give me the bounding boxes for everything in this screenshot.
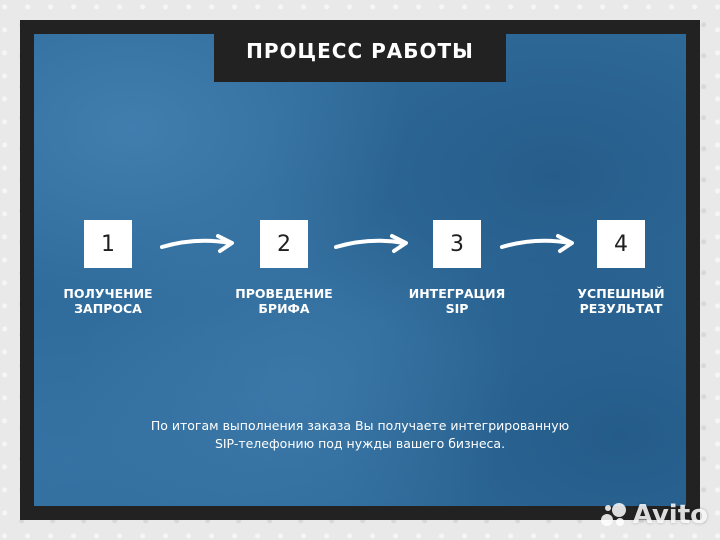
step-1-label: ПОЛУЧЕНИЕ ЗАПРОСА (33, 286, 183, 316)
watermark-text: Avito (632, 500, 708, 530)
arrow-right-icon (334, 234, 408, 253)
step-4-label-line1: УСПЕШНЫЙ (577, 286, 665, 301)
summary-text: По итогам выполнения заказа Вы получаете… (60, 417, 660, 453)
step-2-label-line2: БРИФА (258, 301, 310, 316)
summary-line1: По итогам выполнения заказа Вы получаете… (150, 418, 570, 433)
step-3-label-line2: SIP (445, 301, 469, 316)
avito-watermark: Avito (599, 500, 708, 530)
title-box: ПРОЦЕСС РАБОТЫ (214, 20, 506, 82)
step-2-label: ПРОВЕДЕНИЕ БРИФА (209, 286, 359, 316)
step-1-label-line2: ЗАПРОСА (74, 301, 142, 316)
step-4-label-line2: РЕЗУЛЬТАТ (579, 301, 663, 316)
arrow-right-icon (160, 234, 234, 253)
avito-logo-icon (600, 503, 626, 526)
step-4-label: УСПЕШНЫЙ РЕЗУЛЬТАТ (546, 286, 696, 316)
arrow-right-icon (500, 234, 574, 253)
step-2-number: 2 (260, 220, 308, 268)
blue-panel (34, 34, 686, 506)
step-1-number: 1 (84, 220, 132, 268)
step-2-label-line1: ПРОВЕДЕНИЕ (235, 286, 333, 301)
step-3-number: 3 (433, 220, 481, 268)
summary-line2: SIP-телефонию под нужды вашего бизнеса. (214, 436, 506, 451)
step-3-label: ИНТЕГРАЦИЯ SIP (382, 286, 532, 316)
step-1-label-line1: ПОЛУЧЕНИЕ (63, 286, 153, 301)
step-4-number: 4 (597, 220, 645, 268)
step-3-label-line1: ИНТЕГРАЦИЯ (408, 286, 506, 301)
page-title: ПРОЦЕСС РАБОТЫ (246, 39, 474, 63)
